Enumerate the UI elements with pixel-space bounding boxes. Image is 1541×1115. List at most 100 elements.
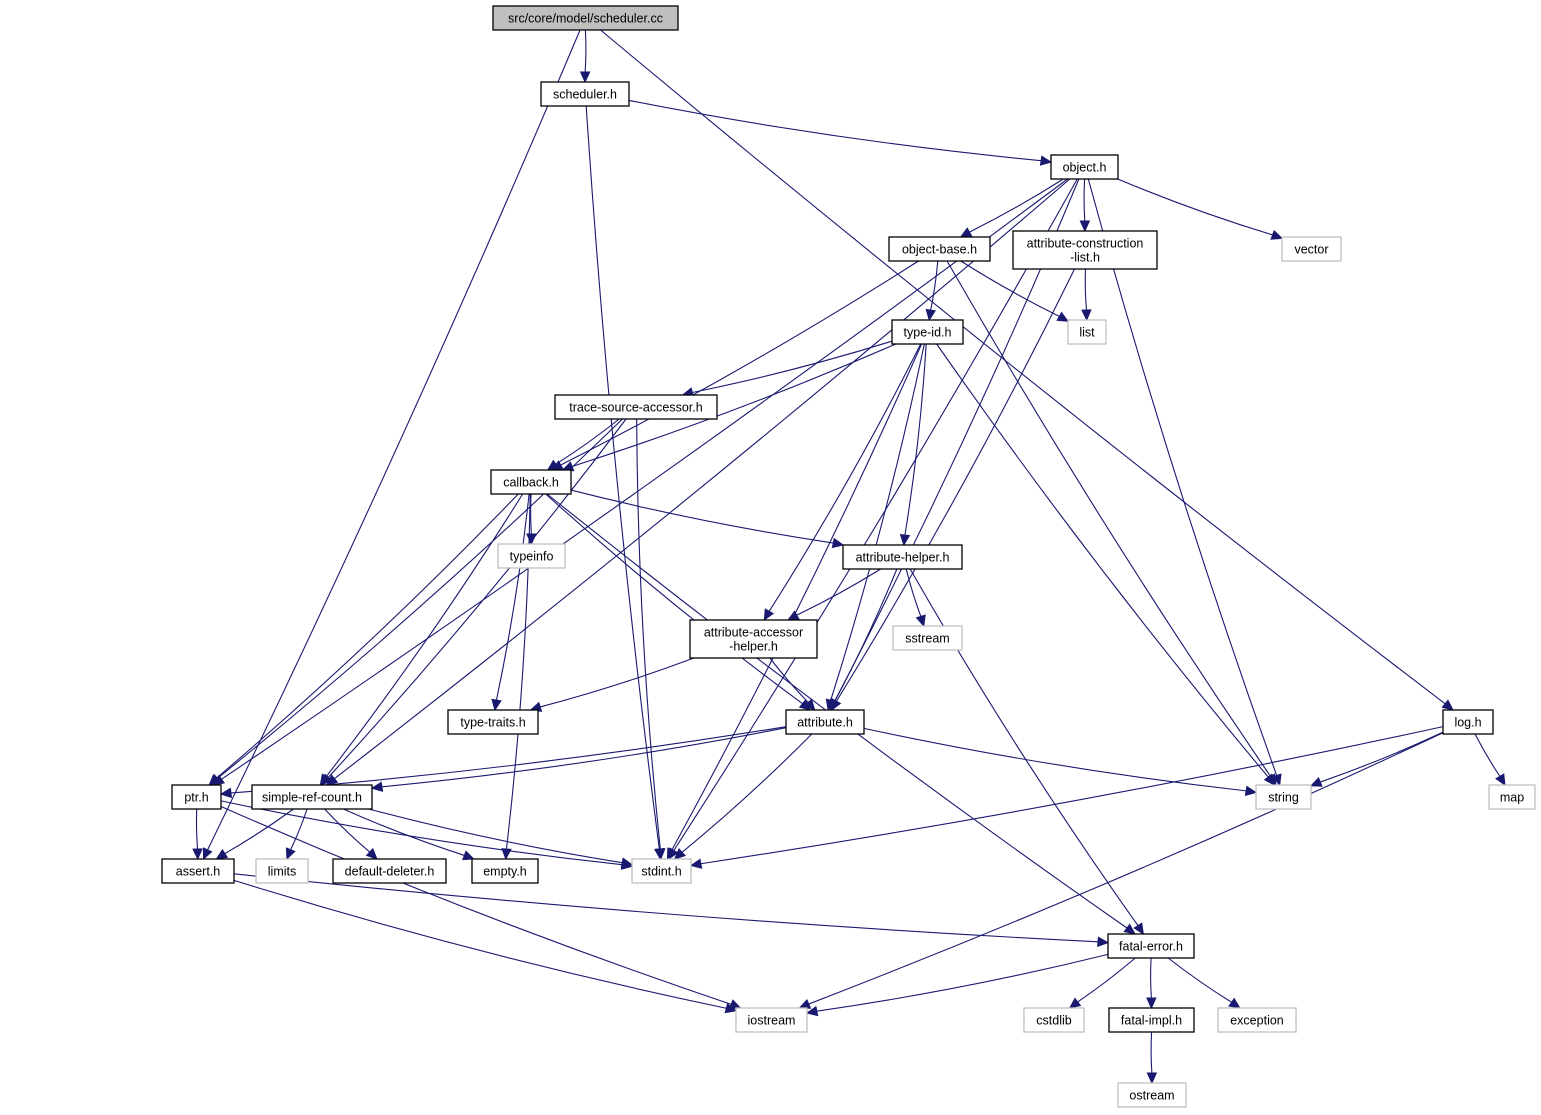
node-log-h[interactable]: log.h <box>1442 709 1494 735</box>
arrowhead-icon <box>491 698 502 712</box>
node-type-traits-h[interactable]: type-traits.h <box>447 709 539 735</box>
arrowhead-icon <box>202 847 213 861</box>
arrowhead-icon <box>365 847 378 860</box>
edge-fatal_error_h-to-iostream <box>805 953 1109 1017</box>
node-assert-h[interactable]: assert.h <box>161 858 235 884</box>
edge-attr_acc_h-to-type_traits_h <box>529 657 695 712</box>
arrowhead-icon <box>1495 773 1506 787</box>
arrowhead-icon <box>1146 997 1157 1010</box>
edge-object_h-to-string <box>1087 178 1282 787</box>
node-string: string <box>1255 784 1312 810</box>
edge-callback_h-to-type_traits_h <box>491 493 530 712</box>
arrowhead-icon <box>1228 997 1241 1009</box>
node-ostream: ostream <box>1117 1082 1187 1108</box>
node-label: -helper.h <box>729 640 778 654</box>
arrowhead-icon <box>925 308 936 322</box>
node-label: fatal-impl.h <box>1121 1014 1182 1028</box>
edge-object_base_h-to-list <box>960 260 1070 322</box>
edge-object_h-to-src_h <box>325 178 1071 786</box>
edge-type_id_h-to-stdint_h <box>666 343 923 861</box>
edge-fatal_error_h-to-exception <box>1167 957 1241 1009</box>
edge-type_id_h-to-attr_acc_h <box>763 343 922 622</box>
node-attr-helper-h[interactable]: attribute-helper.h <box>842 544 963 570</box>
arrowhead-icon <box>654 848 666 861</box>
arrowhead-icon <box>370 781 384 792</box>
node-exception: exception <box>1217 1007 1297 1033</box>
edge-src_h-to-default_del_h <box>324 808 378 860</box>
edge-object_base_h-to-type_id_h <box>925 260 939 322</box>
arrowhead-icon <box>1123 923 1136 935</box>
arrowhead-icon <box>803 698 816 711</box>
edge-object_h-to-attr_constr_h <box>1079 178 1091 233</box>
edge-ptr_h-to-assert_h <box>192 808 203 861</box>
node-label: attribute-accessor <box>704 626 803 640</box>
node-sstream: sstream <box>892 625 963 651</box>
node-callback-h[interactable]: callback.h <box>490 469 572 495</box>
node-map: map <box>1488 784 1536 810</box>
node-empty-h[interactable]: empty.h <box>471 858 539 884</box>
arrowhead-icon <box>546 459 560 471</box>
node-ptr-h[interactable]: ptr.h <box>171 784 222 810</box>
node-label: assert.h <box>176 865 221 879</box>
node-scheduler-h[interactable]: scheduler.h <box>540 81 630 107</box>
edge-log_h-to-map <box>1474 733 1506 787</box>
node-src-h[interactable]: simple-ref-count.h <box>251 784 373 810</box>
node-iostream: iostream <box>735 1007 808 1033</box>
node-label: exception <box>1230 1014 1284 1028</box>
node-label: vector <box>1294 243 1328 257</box>
arrowhead-icon <box>959 227 973 238</box>
arrowhead-icon <box>1244 785 1258 797</box>
arrowhead-icon <box>219 787 233 799</box>
arrowhead-icon <box>192 848 203 861</box>
node-label: object.h <box>1063 161 1107 175</box>
edge-type_id_h-to-attr_helper_h <box>899 343 927 547</box>
edge-scheduler_cc-to-log_h <box>600 29 1454 711</box>
arrowhead-icon <box>763 608 775 622</box>
arrowhead-icon <box>673 848 686 860</box>
arrowhead-icon <box>915 614 926 628</box>
edge-attr_helper_h-to-attribute_h <box>830 568 898 712</box>
node-object-h[interactable]: object.h <box>1050 154 1119 180</box>
node-label: typeinfo <box>510 550 554 564</box>
node-attribute-h[interactable]: attribute.h <box>785 709 865 735</box>
node-attr-acc-h[interactable]: attribute-accessor-helper.h <box>689 619 818 659</box>
arrowhead-icon <box>798 999 812 1009</box>
edge-fatal_error_h-to-fatal_impl_h <box>1146 957 1157 1010</box>
node-trace-src-h[interactable]: trace-source-accessor.h <box>554 394 718 420</box>
edge-callback_h-to-ptr_h <box>208 493 519 786</box>
arrowhead-icon <box>666 847 677 861</box>
node-label: fatal-error.h <box>1119 940 1183 954</box>
edge-trace_src_h-to-stdint_h <box>636 418 666 861</box>
arrowhead-icon <box>1056 311 1070 322</box>
arrowhead-icon <box>830 698 840 712</box>
arrowhead-icon <box>689 858 703 869</box>
node-typeinfo: typeinfo <box>497 543 566 569</box>
node-fatal-impl-h[interactable]: fatal-impl.h <box>1108 1007 1195 1033</box>
node-default-del-h[interactable]: default-deleter.h <box>332 858 447 884</box>
arrowhead-icon <box>1079 220 1091 233</box>
node-object-base-h[interactable]: object-base.h <box>888 236 991 262</box>
node-fatal-error-h[interactable]: fatal-error.h <box>1107 933 1195 959</box>
edge-src_h-to-limits <box>285 808 308 861</box>
arrowhead-icon <box>1039 155 1053 166</box>
node-label: empty.h <box>483 865 527 879</box>
node-label: object-base.h <box>902 243 977 257</box>
node-type-id-h[interactable]: type-id.h <box>891 319 964 345</box>
node-label: attribute-construction <box>1027 237 1144 251</box>
node-label: scheduler.h <box>553 88 617 102</box>
edge-scheduler_cc-to-scheduler_h <box>579 29 591 84</box>
node-label: string <box>1268 791 1299 805</box>
node-limits: limits <box>255 858 309 884</box>
node-label: iostream <box>748 1014 796 1028</box>
node-attr-constr-h[interactable]: attribute-construction-list.h <box>1012 230 1158 270</box>
edge-attribute_h-to-string <box>863 727 1258 797</box>
edge-src_h-to-empty_h <box>343 808 475 861</box>
node-scheduler-cc[interactable]: src/core/model/scheduler.cc <box>492 5 679 31</box>
edge-fatal_impl_h-to-ostream <box>1146 1031 1158 1085</box>
edge-type_id_h-to-trace_src_h <box>681 340 893 398</box>
node-list: list <box>1067 319 1107 345</box>
arrowhead-icon <box>579 71 591 84</box>
node-label: stdint.h <box>641 865 681 879</box>
node-label: attribute.h <box>797 716 853 730</box>
